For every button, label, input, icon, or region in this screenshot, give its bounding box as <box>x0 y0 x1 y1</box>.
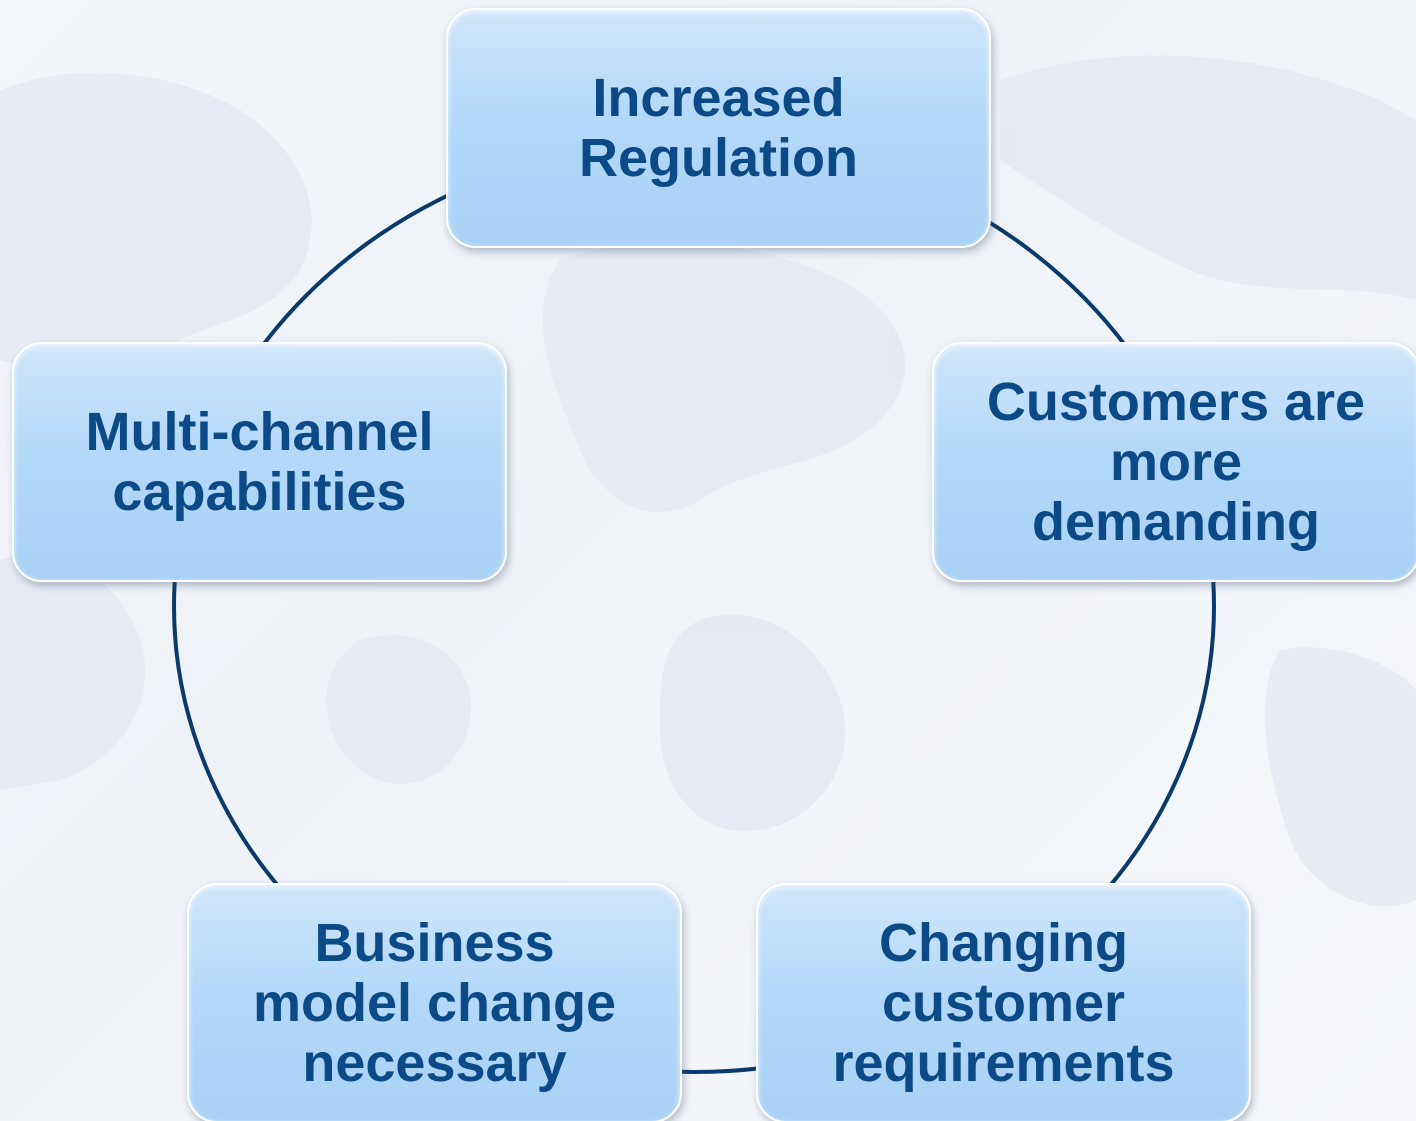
node-label: Changing customer requirements <box>832 913 1175 1093</box>
node-label: Business model change necessary <box>252 913 617 1093</box>
node-label: Increased Regulation <box>579 68 858 188</box>
node-customers-more-demanding: Customers are more demanding <box>932 342 1416 582</box>
node-label: Customers are more demanding <box>986 372 1366 552</box>
node-business-model-change: Business model change necessary <box>187 883 682 1121</box>
node-label: Multi-channel capabilities <box>85 402 434 522</box>
node-increased-regulation: Increased Regulation <box>446 8 991 248</box>
node-changing-customer-requirements: Changing customer requirements <box>756 883 1251 1121</box>
node-multi-channel-capabilities: Multi-channel capabilities <box>12 342 507 582</box>
